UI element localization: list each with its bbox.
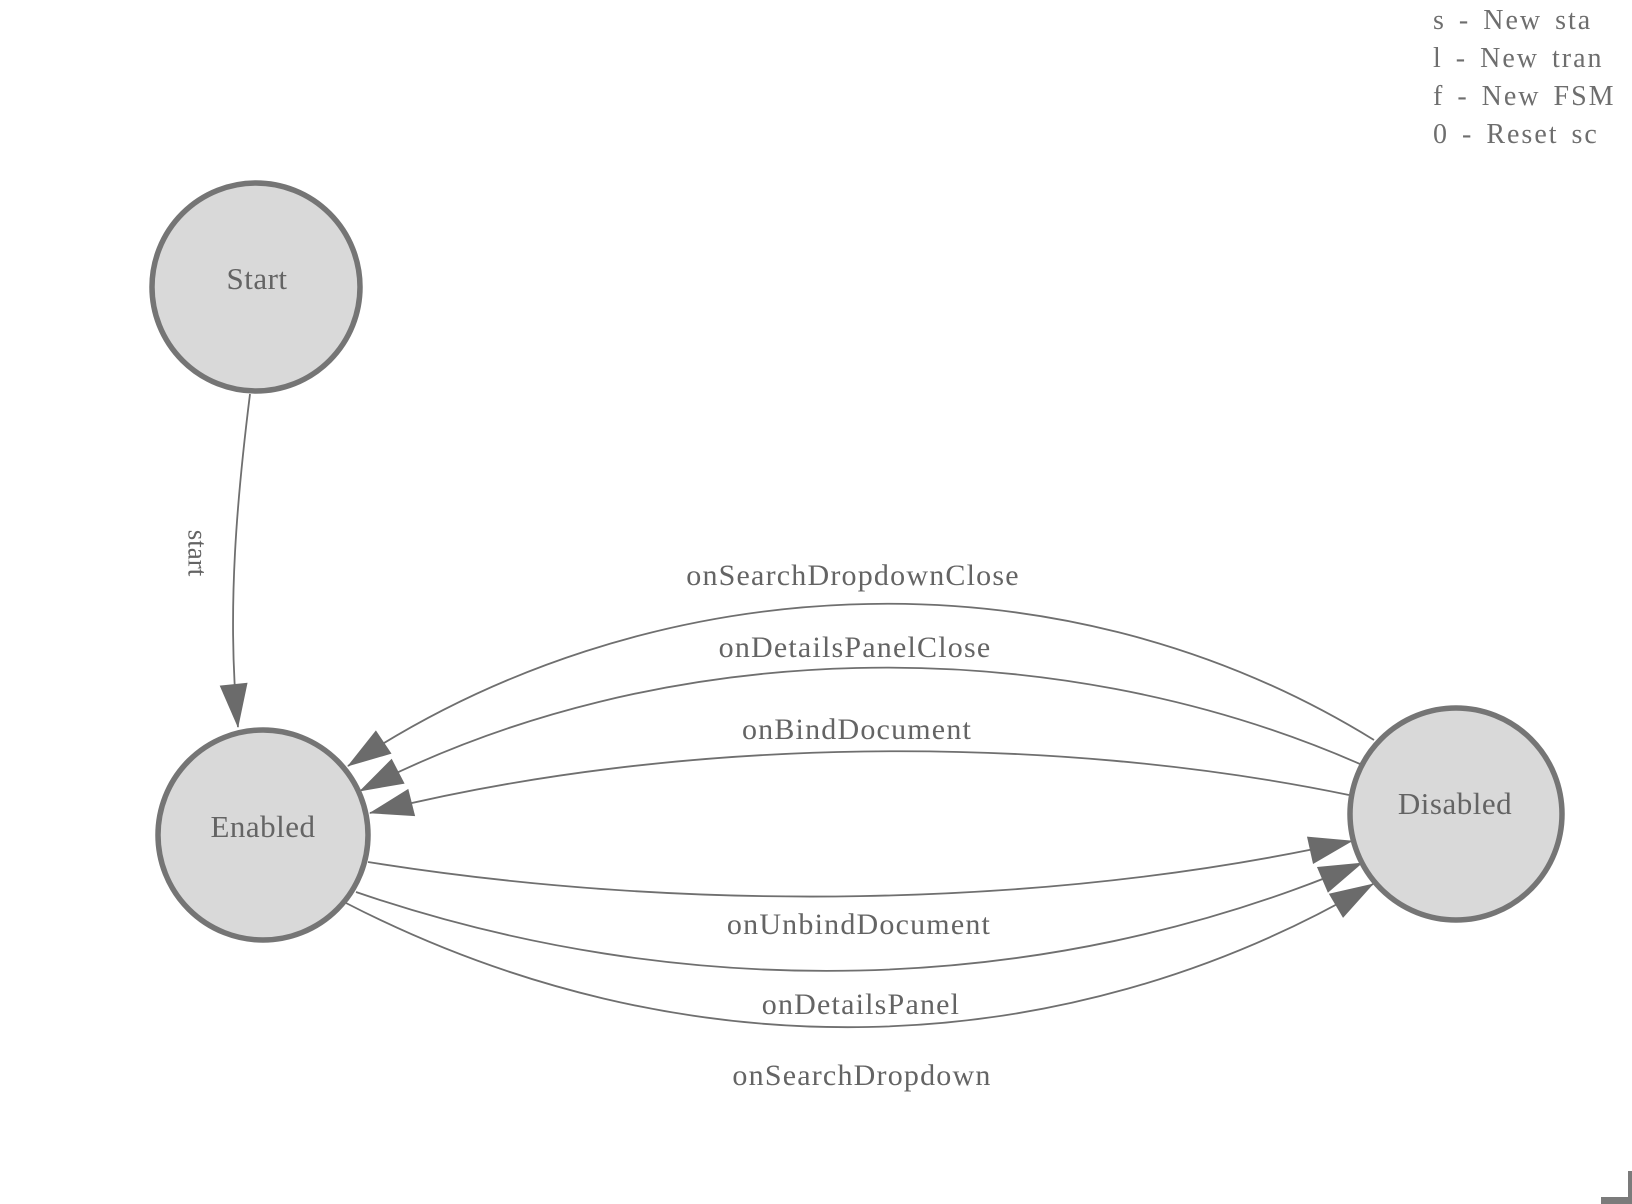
legend-line-reset: 0 - Reset sc <box>1433 119 1599 150</box>
edge-disabled-to-enabled-onsearchdropdownclose[interactable] <box>347 602 1375 767</box>
edge-enabled-to-disabled-onunbinddocument[interactable] <box>367 836 1353 898</box>
shortcut-legend: s - New sta l - New tran f - New FSM 0 -… <box>1433 2 1616 154</box>
state-label-start: Start <box>226 261 288 296</box>
edge-label-onsearchdropdown[interactable]: onSearchDropdown <box>732 1059 992 1092</box>
state-label-disabled: Disabled <box>1397 786 1513 821</box>
state-circle-disabled[interactable] <box>1347 705 1565 923</box>
legend-line-new-transition: l - New tran <box>1433 43 1604 74</box>
edge-label-ondetailspanel[interactable]: onDetailsPanel <box>761 988 961 1021</box>
viewport-corner-frame <box>1601 1171 1632 1204</box>
edge-label-onunbinddocument[interactable]: onUnbindDocument <box>726 908 992 941</box>
edge-label-ondetailspanelclose[interactable]: onDetailsPanelClose <box>718 631 992 664</box>
edge-disabled-to-enabled-ondetailspanelclose[interactable] <box>359 666 1361 792</box>
legend-line-new-fsm: f - New FSM <box>1433 81 1616 112</box>
edge-disabled-to-enabled-onbinddocument[interactable] <box>369 750 1350 817</box>
state-label-enabled: Enabled <box>210 809 316 844</box>
edge-enabled-to-disabled-ondetailspanel[interactable] <box>355 862 1363 972</box>
state-circle-enabled[interactable] <box>155 727 371 943</box>
legend-line-new-state: s - New sta <box>1433 5 1593 36</box>
edge-label-start[interactable]: start <box>182 529 213 577</box>
state-circle-start[interactable] <box>149 180 363 394</box>
edge-label-onsearchdropdownclose[interactable]: onSearchDropdownClose <box>686 559 1020 592</box>
edge-label-onbinddocument[interactable]: onBindDocument <box>741 713 973 746</box>
edge-start-to-enabled[interactable] <box>219 393 251 728</box>
edge-enabled-to-disabled-onsearchdropdown[interactable] <box>345 883 1374 1029</box>
